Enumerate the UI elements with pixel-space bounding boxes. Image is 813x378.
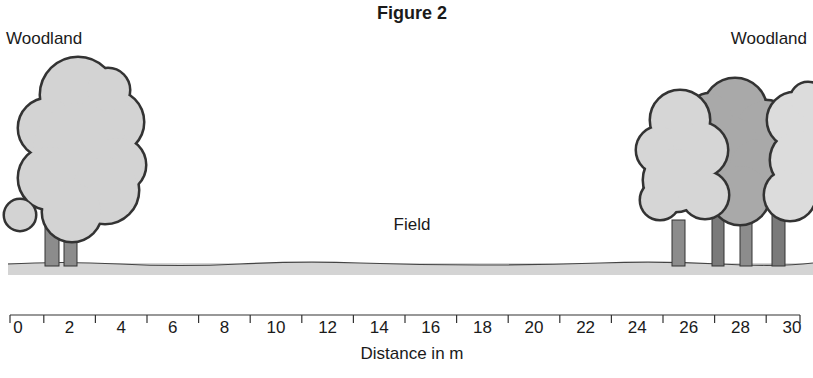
tick-label: 0 xyxy=(13,319,22,338)
axis-title: Distance in m xyxy=(361,345,464,364)
ground xyxy=(8,263,813,275)
field-label: Field xyxy=(394,216,431,235)
tick-label: 16 xyxy=(421,319,440,338)
tick-label: 26 xyxy=(679,319,698,338)
figure-title: Figure 2 xyxy=(377,4,447,24)
region-label: Woodland xyxy=(731,30,807,49)
tick-label: 30 xyxy=(783,319,802,338)
tick-label: 24 xyxy=(628,319,647,338)
tick-label: 18 xyxy=(473,319,492,338)
tick-label: 12 xyxy=(318,319,337,338)
region-label: Woodland xyxy=(6,30,82,49)
left-tree xyxy=(4,57,146,266)
tick-label: 14 xyxy=(370,319,389,338)
tick-label: 20 xyxy=(525,319,544,338)
tick-label: 22 xyxy=(576,319,595,338)
tick-label: 6 xyxy=(168,319,177,338)
tick-label: 2 xyxy=(65,319,74,338)
tick-label: 8 xyxy=(220,319,229,338)
right-trees xyxy=(636,78,813,266)
tick-label: 4 xyxy=(116,319,125,338)
ground-line xyxy=(8,262,813,265)
tick-label: 28 xyxy=(731,319,750,338)
tick-label: 10 xyxy=(267,319,286,338)
